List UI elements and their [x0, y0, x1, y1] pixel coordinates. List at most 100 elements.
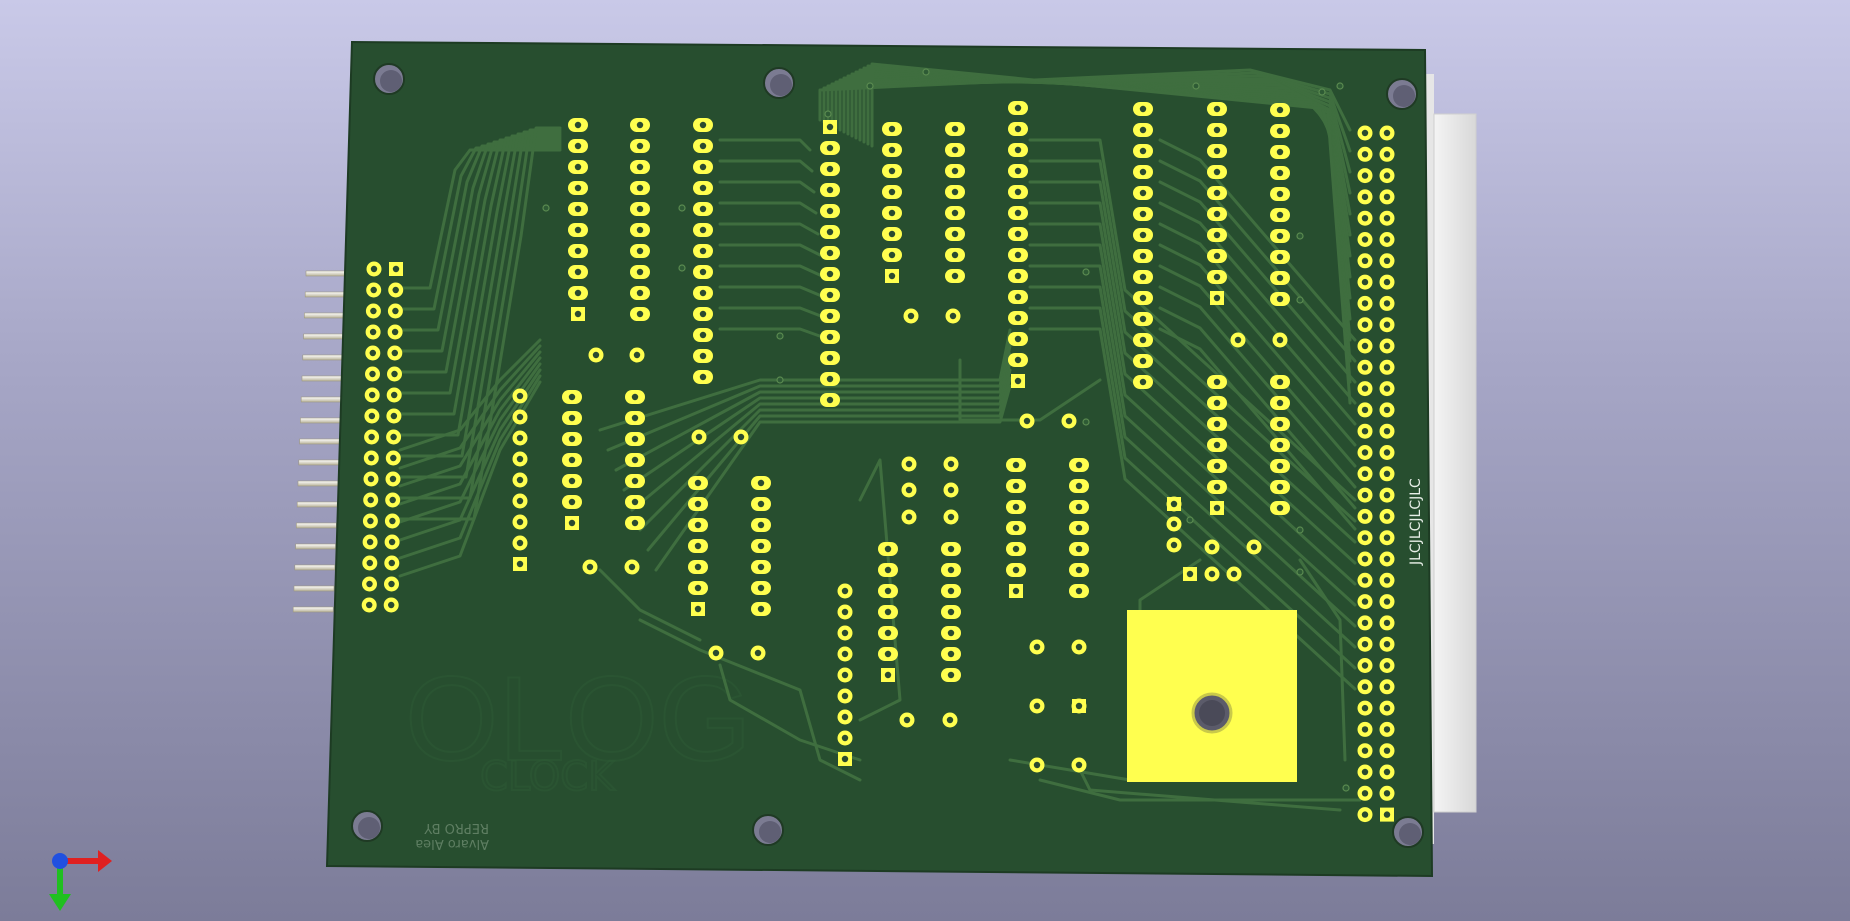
ic-pad — [630, 265, 650, 279]
edge-pad — [1357, 338, 1373, 354]
ic-pad — [941, 584, 961, 598]
ic-pad — [688, 497, 708, 511]
header-pin — [303, 333, 344, 340]
ic-pad — [693, 202, 713, 216]
ic-pad — [568, 160, 588, 174]
component-pad — [901, 509, 917, 525]
ic-pad — [820, 162, 840, 176]
edge-pad — [1357, 274, 1373, 290]
edge-pad — [1357, 785, 1373, 801]
ic-pad — [562, 474, 582, 488]
ic-pad — [941, 563, 961, 577]
edge-pad — [1357, 146, 1373, 162]
connector-pad — [362, 534, 378, 550]
ic-pad — [693, 244, 713, 258]
ic-pad — [878, 626, 898, 640]
ic-pad — [1133, 375, 1153, 389]
component-pad — [943, 482, 959, 498]
via — [824, 110, 832, 118]
ic-pad — [1270, 250, 1290, 264]
ic-pad — [1069, 500, 1089, 514]
edge-pad — [1357, 253, 1373, 269]
ic-pad — [1133, 270, 1153, 284]
sip-pad — [837, 604, 853, 620]
via — [678, 264, 686, 272]
header-pin — [304, 291, 346, 298]
connector-pad — [384, 513, 400, 529]
ic-pad — [820, 372, 840, 386]
sip-pad — [837, 646, 853, 662]
ic-pad — [1207, 438, 1227, 452]
connector-pad — [386, 429, 402, 445]
ic-pad — [693, 223, 713, 237]
regulator-heatsink-pad — [1127, 610, 1297, 782]
ic-pad — [823, 120, 837, 134]
ic-pad — [882, 206, 902, 220]
sip-pad — [512, 472, 528, 488]
component-pad — [588, 347, 604, 363]
ic-pad — [882, 248, 902, 262]
ic-pad — [693, 286, 713, 300]
component-pad — [691, 429, 707, 445]
component-pad — [1071, 639, 1087, 655]
ic-pad — [1133, 291, 1153, 305]
ic-pad — [878, 605, 898, 619]
ic-pad — [1006, 521, 1026, 535]
ic-pad — [1008, 164, 1028, 178]
component-pad — [1246, 539, 1262, 555]
edge-pad — [1357, 189, 1373, 205]
ic-pad — [878, 584, 898, 598]
edge-pad — [1357, 679, 1373, 695]
edge-pad — [1379, 359, 1395, 375]
sip-pad — [837, 688, 853, 704]
edge-pad — [1357, 572, 1373, 588]
ic-pad — [1270, 166, 1290, 180]
edge-pad — [1357, 295, 1373, 311]
ic-pad — [1207, 396, 1227, 410]
connector-pad — [387, 324, 403, 340]
via — [1192, 82, 1200, 90]
ic-pad — [568, 223, 588, 237]
ic-pad — [1210, 291, 1224, 305]
ic-pad — [945, 143, 965, 157]
ic-pad — [1133, 249, 1153, 263]
sip-pad — [838, 752, 852, 766]
ic-pad — [1008, 269, 1028, 283]
ic-pad — [1069, 584, 1089, 598]
edge-pad — [1357, 125, 1373, 141]
edge-pad — [1379, 253, 1395, 269]
ic-pad — [630, 181, 650, 195]
ic-pad — [882, 122, 902, 136]
ic-pad — [882, 227, 902, 241]
sip-pad — [512, 535, 528, 551]
edge-pad — [1379, 615, 1395, 631]
edge-pad — [1357, 743, 1373, 759]
edge-pad — [1357, 210, 1373, 226]
ic-pad — [1270, 103, 1290, 117]
ic-pad — [820, 141, 840, 155]
header-pin — [296, 501, 338, 508]
ic-pad — [882, 164, 902, 178]
edge-pad — [1357, 232, 1373, 247]
component-pad — [1072, 699, 1086, 713]
ic-pad — [562, 453, 582, 467]
ic-pad — [571, 307, 585, 321]
edge-pad — [1357, 445, 1373, 460]
ic-pad — [1207, 144, 1227, 158]
ic-pad — [1207, 459, 1227, 473]
ic-pad — [1006, 563, 1026, 577]
ic-pad — [691, 602, 705, 616]
ic-pad — [1008, 143, 1028, 157]
edge-pad — [1379, 274, 1395, 290]
ic-pad — [945, 206, 965, 220]
ic-pad — [1008, 206, 1028, 220]
ic-pad — [565, 516, 579, 530]
ic-pad — [1207, 228, 1227, 242]
ic-pad — [945, 248, 965, 262]
header-pin — [305, 270, 347, 277]
edge-pad — [1357, 487, 1373, 503]
copper-traces — [398, 62, 1362, 812]
connector-pad — [364, 387, 380, 403]
